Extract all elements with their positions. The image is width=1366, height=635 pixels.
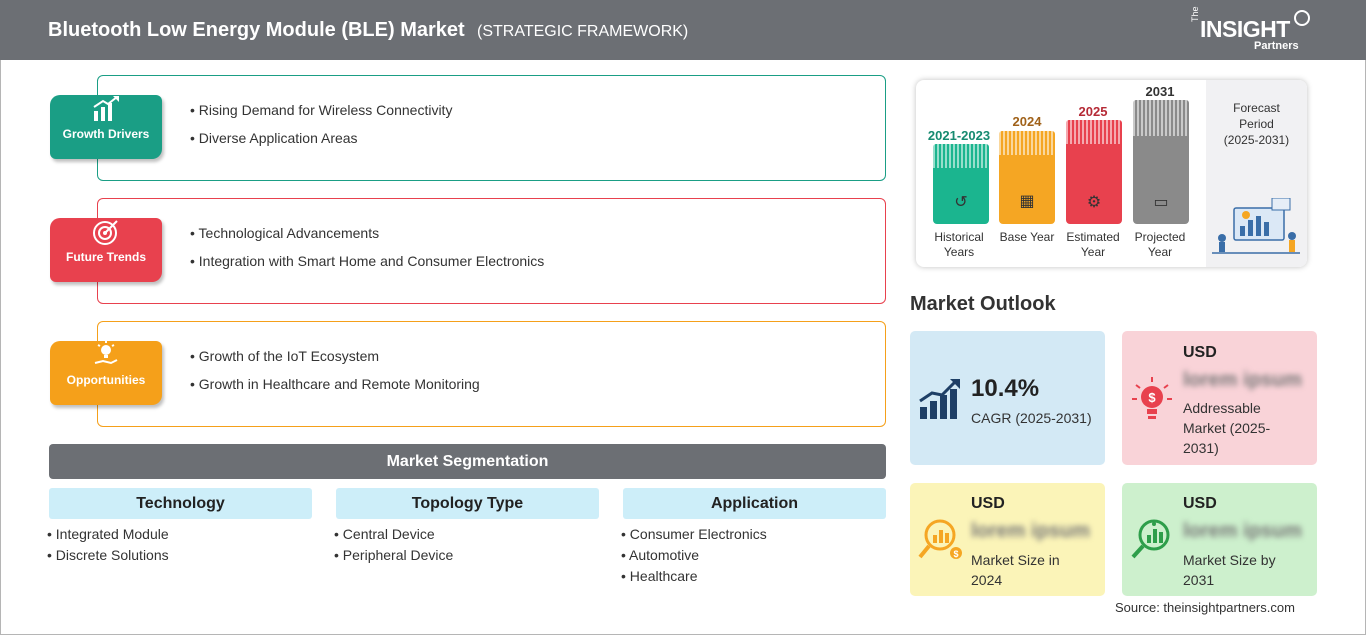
size2024-label: Market Size in 2024 — [971, 552, 1060, 588]
segment-header-technology: Technology — [49, 488, 312, 519]
size2031-label: Market Size by 2031 — [1183, 552, 1276, 588]
market-segmentation-header: Market Segmentation — [49, 444, 886, 479]
gear-dollar-icon: ⚙ — [1086, 194, 1102, 211]
svg-text:$: $ — [1148, 390, 1156, 405]
list-item: Central Device — [334, 524, 453, 545]
list-item: Technological Advancements — [190, 219, 544, 247]
list-item: Consumer Electronics — [621, 524, 767, 545]
list-item: Diverse Application Areas — [190, 124, 452, 152]
logo-the: The — [1190, 6, 1200, 22]
magnifier-chart-icon: $ — [918, 515, 964, 566]
list-item: Growth in Healthcare and Remote Monitori… — [190, 370, 480, 398]
market-size-2031-card: USD lorem ipsum Market Size by 2031 — [1122, 483, 1317, 596]
year-name-historical: Historical Years — [934, 230, 984, 259]
growth-drivers-label: Growth Drivers — [62, 127, 150, 141]
market-outlook-title: Market Outlook — [910, 293, 1056, 315]
year-label-projected: 2031 — [1145, 84, 1175, 99]
future-trends-list: Technological Advancements Integration w… — [190, 219, 545, 275]
bar-base: ▦ — [999, 131, 1055, 224]
bar-estimated: ⚙ — [1066, 120, 1122, 224]
bar-historical: ↺ — [933, 144, 989, 224]
list-item: Healthcare — [621, 566, 767, 587]
page-subtitle: (STRATEGIC FRAMEWORK) — [477, 23, 689, 40]
segment-header-application: Application — [623, 488, 886, 519]
analytics-illustration-icon — [1212, 197, 1300, 261]
forecast-period-range: (2025-2031) — [1223, 133, 1290, 147]
list-item: Integration with Smart Home and Consumer… — [190, 247, 544, 275]
lightbulb-dollar-icon: $ — [1130, 375, 1174, 428]
future-trends-box: Technological Advancements Integration w… — [97, 198, 886, 304]
history-icon: ↺ — [954, 194, 968, 211]
bar-projected: ▭ — [1133, 100, 1189, 224]
magnifier-chart-icon — [1130, 515, 1176, 566]
addressable-label: Addressable Market (2025-2031) — [1183, 400, 1271, 456]
year-name-projected: Projected Year — [1134, 230, 1186, 259]
topology-list: Central Device Peripheral Device — [334, 524, 454, 566]
list-item: Automotive — [621, 545, 767, 566]
cagr-card: 10.4% CAGR (2025-2031) — [910, 331, 1105, 465]
year-label-historical: 2021-2023 — [927, 128, 991, 143]
growth-drivers-list: Rising Demand for Wireless Connectivity … — [190, 96, 453, 152]
header-bar: Bluetooth Low Energy Module (BLE) Market… — [0, 0, 1366, 60]
calendar-icon: ▦ — [1019, 193, 1035, 210]
addressable-usd: USD — [1183, 344, 1217, 361]
cagr-label: CAGR (2025-2031) — [971, 410, 1092, 426]
list-item: Rising Demand for Wireless Connectivity — [190, 96, 453, 124]
list-item: Peripheral Device — [334, 545, 454, 566]
size2031-usd: USD — [1183, 495, 1217, 512]
presentation-icon: ▭ — [1153, 194, 1169, 211]
year-label-estimated: 2025 — [1078, 104, 1108, 119]
year-label-base: 2024 — [1012, 114, 1042, 129]
insight-partners-logo[interactable]: The INSIGHT Partners — [1190, 6, 1320, 54]
list-item: Growth of the IoT Ecosystem — [190, 342, 480, 370]
growth-drivers-badge: Growth Drivers — [50, 95, 162, 159]
opportunities-box: Growth of the IoT Ecosystem Growth in He… — [97, 321, 886, 427]
addressable-market-card: USD lorem ipsum $ Addressable Market (20… — [1122, 331, 1317, 465]
cagr-value: 10.4% — [971, 375, 1040, 402]
addressable-value: lorem ipsum — [1183, 369, 1302, 391]
size2024-usd: USD — [971, 495, 1005, 512]
svg-text:$: $ — [953, 549, 958, 559]
page-title: Bluetooth Low Energy Module (BLE) Market — [48, 19, 465, 41]
segment-header-topology: Topology Type — [336, 488, 599, 519]
growth-chart-icon — [50, 95, 162, 127]
logo-partners: Partners — [1254, 40, 1299, 52]
opportunities-list: Growth of the IoT Ecosystem Growth in He… — [190, 342, 480, 398]
year-name-base: Base Year — [999, 230, 1055, 244]
source-credit: Source: theinsightpartners.com — [1115, 600, 1295, 615]
growth-drivers-box: Rising Demand for Wireless Connectivity … — [97, 75, 886, 181]
timeline-card: 2021-2023 ↺ Historical Years 2024 ▦ Base… — [916, 80, 1307, 267]
year-name-estimated: Estimated Year — [1066, 230, 1120, 259]
size2031-value: lorem ipsum — [1183, 520, 1302, 542]
bar-growth-icon — [918, 377, 962, 426]
application-list: Consumer Electronics Automotive Healthca… — [621, 524, 767, 587]
logo-insight: INSIGHT — [1200, 16, 1290, 42]
future-trends-label: Future Trends — [65, 250, 146, 264]
opportunities-label: Opportunities — [66, 373, 146, 387]
logo-ring-icon — [1294, 10, 1310, 26]
size2024-value: lorem ipsum — [971, 520, 1090, 542]
technology-list: Integrated Module Discrete Solutions — [47, 524, 169, 566]
market-size-2024-card: USD lorem ipsum $ Market Size in 2024 — [910, 483, 1105, 596]
target-icon — [50, 218, 162, 250]
future-trends-badge: Future Trends — [50, 218, 162, 282]
list-item: Discrete Solutions — [47, 545, 169, 566]
forecast-period-label: Forecast Period — [1233, 101, 1280, 131]
lightbulb-hand-icon — [50, 341, 162, 373]
list-item: Integrated Module — [47, 524, 169, 545]
opportunities-badge: Opportunities — [50, 341, 162, 405]
